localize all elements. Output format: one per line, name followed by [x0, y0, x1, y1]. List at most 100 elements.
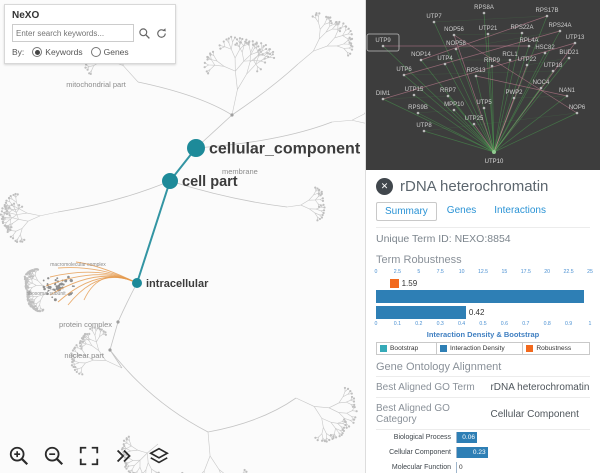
tree-node-label-intracellular[interactable]: intracellular [146, 278, 209, 290]
overview-button[interactable] [113, 445, 135, 467]
zoom-out-button[interactable] [43, 445, 65, 467]
reset-search-icon[interactable] [155, 27, 168, 40]
gene-node-UTP8[interactable] [422, 129, 426, 133]
gene-node-UTP18[interactable] [551, 69, 555, 73]
search-icon[interactable] [138, 27, 151, 40]
tree-label-macromolecular-complex[interactable]: macromolecular complex [50, 262, 106, 268]
tree-label-protein-complex[interactable]: protein complex [59, 320, 112, 329]
gene-node-UTP9[interactable] [381, 44, 385, 48]
tree-node-intracellular[interactable] [132, 278, 142, 288]
gene-node-label-NOP6[interactable]: NOP6 [569, 105, 586, 111]
gene-node-label-RPS9B[interactable]: RPS9B [408, 105, 428, 111]
gene-node-UTP4[interactable] [443, 62, 447, 66]
gene-node-RPS24A[interactable] [558, 29, 562, 33]
radio-genes-icon[interactable] [90, 47, 101, 57]
gene-node-label-NOC4[interactable]: NOC4 [533, 80, 550, 86]
gene-node-MPP10[interactable] [452, 108, 456, 112]
gene-node-label-NAN1[interactable]: NAN1 [559, 88, 576, 94]
tree-label-nuclear-part[interactable]: nuclear part [64, 351, 105, 360]
search-mode-keywords[interactable]: Keywords [32, 47, 83, 57]
tree-node-label-cellular-component[interactable]: cellular_component [209, 141, 361, 158]
gene-node-label-RRP9[interactable]: RRP9 [484, 58, 501, 64]
gene-node-label-NOP56[interactable]: NOP56 [444, 27, 464, 33]
gene-node-label-HSC82[interactable]: HSC82 [535, 45, 555, 51]
tree-label-membrane[interactable]: membrane [222, 167, 258, 176]
gene-node-NOP6[interactable] [575, 111, 579, 115]
gene-node-label-RCL1[interactable]: RCL1 [502, 52, 518, 58]
gene-node-UTP5[interactable] [482, 106, 486, 110]
gene-node-UTP10[interactable] [492, 150, 496, 154]
tab-interactions[interactable]: Interactions [494, 205, 546, 216]
gene-node-UTP7[interactable] [432, 20, 436, 24]
gene-node-RPS9B[interactable] [416, 111, 420, 115]
radio-keywords-icon[interactable] [32, 47, 43, 57]
gene-node-NOP56[interactable] [452, 33, 456, 37]
gene-node-HSC82[interactable] [543, 51, 547, 55]
gene-node-label-RPS24A[interactable]: RPS24A [548, 23, 571, 29]
gene-node-label-RPL4A[interactable]: RPL4A [519, 38, 538, 44]
gene-network-canvas[interactable]: UTP7 RPS8A RPS17B NOP56 UTP21 RPS22A RPS24A UTP… [366, 0, 600, 170]
gene-node-UTP21[interactable] [486, 32, 490, 36]
gene-node-label-RPS22A[interactable]: RPS22A [510, 25, 533, 31]
tree-label-ribosomal-subunit[interactable]: ribosomal subunit [26, 291, 66, 297]
fit-view-button[interactable] [78, 445, 100, 467]
gene-node-RPS17B[interactable] [545, 14, 549, 18]
gene-node-label-RPS8A[interactable]: RPS8A [474, 5, 494, 11]
tree-node-cell-part[interactable] [162, 173, 178, 189]
gene-node-RCL1[interactable] [508, 58, 512, 62]
gene-node-label-UTP7[interactable]: UTP7 [426, 14, 442, 20]
gene-node-label-UTP15[interactable]: UTP15 [405, 87, 424, 93]
gene-node-label-RRP7[interactable]: RRP7 [440, 88, 457, 94]
gene-node-NOP14[interactable] [419, 58, 423, 62]
gene-node-RPL4A[interactable] [527, 44, 531, 48]
tab-genes[interactable]: Genes [446, 205, 477, 216]
gene-node-UTP6[interactable] [402, 73, 406, 77]
gene-node-label-UTP9[interactable]: UTP9 [375, 38, 391, 44]
tab-summary[interactable]: Summary [376, 202, 437, 221]
gene-node-label-UTP13[interactable]: UTP13 [566, 35, 585, 41]
gene-node-label-UTP10[interactable]: UTP10 [485, 159, 504, 165]
tree-label-mitochondrial-part[interactable]: mitochondrial part [66, 80, 127, 89]
gene-node-NOC4[interactable] [539, 86, 543, 90]
gene-node-RPS22A[interactable] [520, 31, 524, 35]
close-icon[interactable]: ✕ [376, 178, 393, 195]
gene-node-RRP9[interactable] [490, 64, 494, 68]
tree-node-label-cell-part[interactable]: cell part [182, 174, 238, 190]
gene-node-label-NOP14[interactable]: NOP14 [411, 52, 431, 58]
gene-node-RRP7[interactable] [446, 94, 450, 98]
layers-button[interactable] [148, 445, 170, 467]
gene-node-label-NOP58[interactable]: NOP58 [446, 41, 466, 47]
gene-node-label-UTP22[interactable]: UTP22 [518, 57, 537, 63]
gene-node-label-RPS13[interactable]: RPS13 [466, 68, 486, 74]
gene-node-NOP58[interactable] [454, 47, 458, 51]
gene-node-label-MPP10[interactable]: MPP10 [444, 102, 464, 108]
gene-node-label-UTP5[interactable]: UTP5 [476, 100, 492, 106]
gene-node-label-PWP2[interactable]: PWP2 [505, 90, 523, 96]
search-input[interactable] [12, 24, 134, 42]
gene-node-NAN1[interactable] [565, 94, 569, 98]
gene-node-BUD21[interactable] [567, 56, 571, 60]
gene-node-DIM1[interactable] [381, 97, 385, 101]
gene-node-label-DIM1[interactable]: DIM1 [376, 91, 391, 97]
gene-node-UTP13[interactable] [573, 41, 577, 45]
gene-node-label-UTP6[interactable]: UTP6 [396, 67, 412, 73]
gene-node-label-UTP8[interactable]: UTP8 [416, 123, 432, 129]
zoom-in-button[interactable] [8, 445, 30, 467]
search-mode-genes[interactable]: Genes [90, 47, 129, 57]
gene-node-UTP25[interactable] [472, 122, 476, 126]
gene-node-UTP15[interactable] [412, 93, 416, 97]
gene-node-label-UTP4[interactable]: UTP4 [437, 56, 453, 62]
gene-node-UTP22[interactable] [525, 63, 529, 67]
gene-node-RPS13[interactable] [474, 74, 478, 78]
gene-node-label-UTP18[interactable]: UTP18 [544, 63, 563, 69]
gene-network-panel[interactable]: UTP7 RPS8A RPS17B NOP56 UTP21 RPS22A RPS24A UTP… [365, 0, 600, 170]
gene-node-label-BUD21[interactable]: BUD21 [559, 50, 579, 56]
gene-node-PWP2[interactable] [512, 96, 516, 100]
tree-node-cellular-component[interactable] [187, 139, 205, 157]
gene-node-label-UTP21[interactable]: UTP21 [479, 26, 498, 32]
gene-node-RPS8A[interactable] [482, 11, 486, 15]
gene-node-label-RPS17B[interactable]: RPS17B [535, 8, 558, 14]
gene-node-label-UTP25[interactable]: UTP25 [465, 116, 484, 122]
